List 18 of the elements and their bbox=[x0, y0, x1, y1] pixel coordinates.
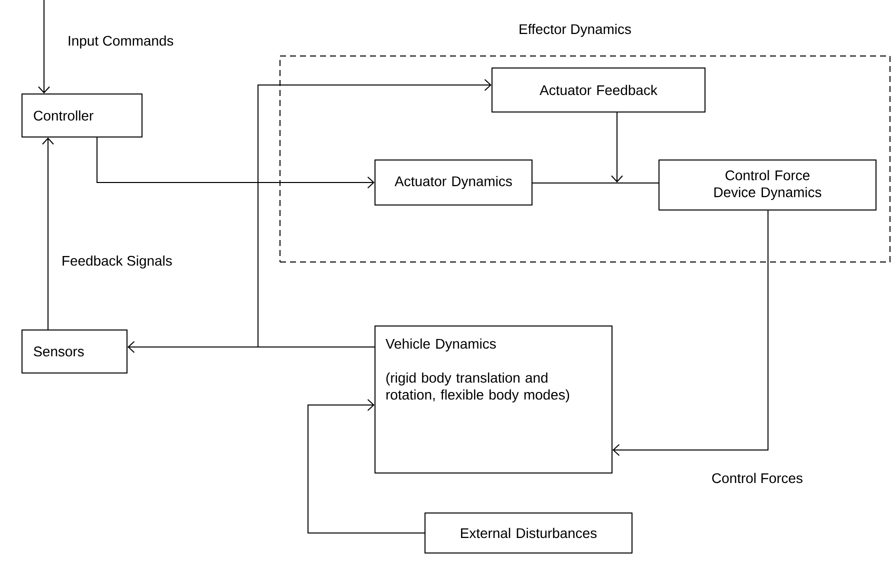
process-box: Actuator Dynamics bbox=[374, 160, 532, 206]
edge-label: Control Forces bbox=[710, 472, 804, 484]
arrow bbox=[612, 210, 768, 456]
process-box: Sensors bbox=[22, 330, 128, 374]
arrow bbox=[611, 112, 623, 182]
edge-label: Feedback Signals bbox=[60, 254, 174, 270]
arrow bbox=[38, 0, 50, 94]
edge-label: Input Commands bbox=[66, 34, 175, 50]
arrow bbox=[96, 137, 374, 188]
node-label: Effector Dynamics bbox=[520, 24, 631, 37]
process-box: External Disturbances bbox=[424, 512, 632, 554]
arrow bbox=[258, 79, 492, 348]
process-box: Actuator Feedback bbox=[492, 68, 706, 112]
process-box: Vehicle Dynamics (rigid body translation and rotation, flexible body modes) bbox=[374, 326, 612, 474]
arrow bbox=[42, 138, 54, 330]
arrow bbox=[308, 399, 425, 534]
process-box: Control Force Device Dynamics bbox=[658, 160, 876, 210]
process-box: Controller bbox=[22, 94, 142, 138]
